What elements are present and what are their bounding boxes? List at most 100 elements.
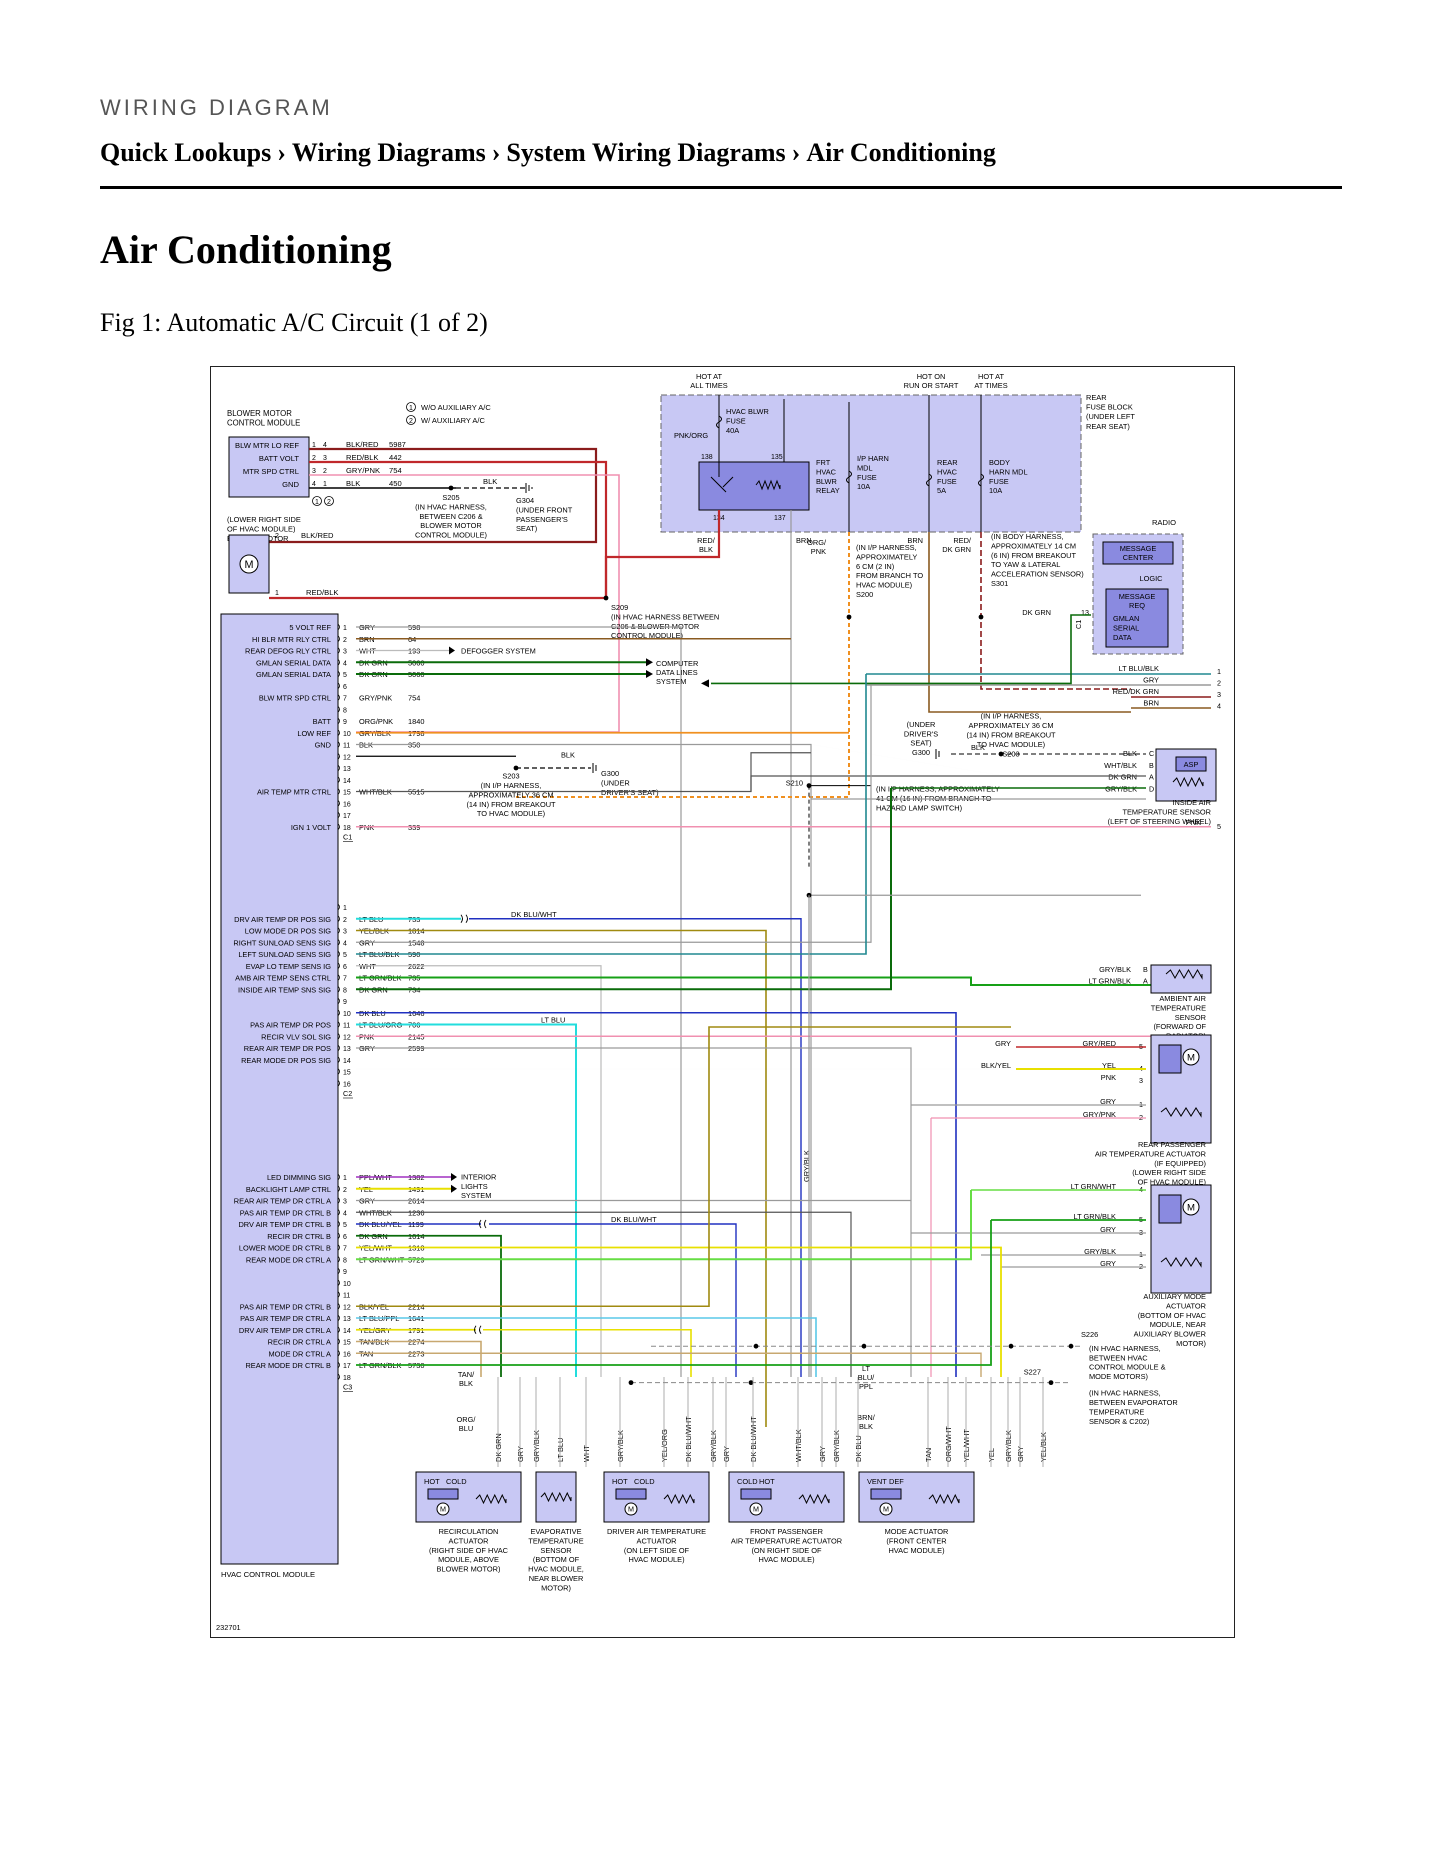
hvac-pin-label: HI BLR MTR RLY CTRL	[252, 635, 331, 644]
connector-icon	[337, 1232, 340, 1240]
wire-color-label: LT GRN/BLK	[1074, 1212, 1117, 1221]
diagram-label: REAR	[937, 458, 958, 467]
splice-dot	[603, 595, 609, 601]
blower-pin-number: 4	[312, 481, 316, 488]
breadcrumb-system-wiring-diagrams[interactable]: System Wiring Diagrams	[506, 138, 786, 167]
hvac-pin-label: REAR MODE DR POS SIG	[241, 1056, 331, 1065]
connector-icon	[337, 927, 340, 934]
diagram-label: (IF EQUIPPED)	[1154, 1159, 1206, 1168]
connector-icon	[337, 705, 340, 713]
diagram-label: GRY/BLK	[802, 1150, 811, 1182]
wire-color-label: GRY	[516, 1446, 525, 1462]
connector-pin: 10	[343, 1281, 351, 1288]
hvac-pin-label: INSIDE AIR TEMP SNS SIG	[238, 985, 331, 994]
breadcrumb-quick-lookups[interactable]: Quick Lookups	[100, 138, 272, 167]
diagram-label: RUN OR START	[904, 381, 959, 390]
diagram-label: 40A	[726, 426, 739, 435]
connector-pin: 12	[343, 754, 351, 761]
diagram-label: TAN/	[458, 1370, 475, 1379]
wire-color-label: GRY	[722, 1446, 731, 1462]
connector-pin: 1	[343, 905, 347, 912]
splice-dot	[753, 1343, 759, 1349]
diagram-label: (IN I/P HARNESS,	[981, 712, 1042, 721]
diagram-label: MODE MOTORS)	[1089, 1372, 1148, 1381]
legend-text: W/O AUXILIARY A/C	[421, 403, 491, 412]
wire-color-label: TAN	[924, 1448, 933, 1462]
diagram-label: 5	[1217, 822, 1221, 831]
fuse-icon	[926, 473, 932, 487]
motor-letter: M	[1187, 1203, 1195, 1214]
wire-color-label: LT GRN/WHT	[1071, 1182, 1117, 1191]
breadcrumb-air-conditioning[interactable]: Air Conditioning	[806, 138, 996, 167]
diagram-label: (UNDER	[907, 720, 936, 729]
diagram-label: HVAC MODULE)	[628, 1555, 684, 1564]
diagram-label: AMBIENT AIR	[1159, 994, 1206, 1003]
connector-icon	[337, 811, 340, 819]
actuator-end-label: HOT	[424, 1477, 440, 1486]
hvac-pin-label: MODE DR CTRL A	[268, 1349, 331, 1358]
connector-icon	[337, 1173, 340, 1181]
wire-color-label: DK GRN	[1108, 773, 1137, 782]
connector-icon	[337, 1197, 340, 1204]
wire	[469, 918, 802, 1377]
diagram-label: BLK	[699, 545, 713, 554]
connector-icon	[337, 1079, 340, 1087]
hvac-pin-label: PAS AIR TEMP DR CTRL B	[240, 1208, 331, 1217]
legend-number: 2	[327, 499, 331, 506]
hvac-pin-label: AIR TEMP MTR CTRL	[257, 788, 331, 797]
diagram-label: S301	[991, 579, 1008, 588]
wire-color-label: WHT/BLK	[1104, 761, 1137, 770]
wire-color-label: GRY	[1143, 676, 1159, 685]
motor-letter: M	[883, 1505, 889, 1514]
connector-icon	[337, 776, 340, 784]
connector-pin: 9	[343, 719, 347, 726]
diagram-label: (FRONT CENTER	[886, 1536, 946, 1545]
diagram-label: REAR SEAT)	[1086, 422, 1130, 431]
diagram-label: RED/	[697, 536, 716, 545]
wire	[356, 1211, 852, 1377]
diagram-label: 13	[1081, 608, 1089, 617]
diagram-label: DATA LINES	[656, 668, 698, 677]
wire-color-label: YEL/ORG	[660, 1429, 669, 1462]
relay-switch-icon	[710, 476, 734, 493]
wire-color-label: GRY	[1100, 1225, 1116, 1234]
wire	[356, 965, 602, 1377]
legend-number-icon	[406, 415, 416, 425]
arrow-icon	[701, 679, 709, 688]
diagram-label: SYSTEM	[656, 677, 686, 686]
connector-pin: 6	[343, 964, 347, 971]
diagram-label: FUSE	[726, 416, 746, 425]
diagram-label: S200	[856, 590, 873, 599]
connector-pin: 13	[343, 1046, 351, 1053]
diagram-label: (IN HVAC HARNESS BETWEEN	[611, 612, 719, 621]
ground-icon	[592, 763, 597, 773]
diagram-label: S205	[442, 493, 459, 502]
diagram-label: (UNDER LEFT	[1086, 412, 1135, 421]
connector-icon	[337, 1279, 340, 1287]
diagram-label: (IN I/P HARNESS,	[481, 781, 542, 790]
blower-pin-number: 4	[323, 442, 327, 449]
hvac-pin-label: 5 VOLT REF	[289, 623, 331, 632]
connector-pin: 11	[343, 1023, 350, 1030]
blower-control-module-box	[228, 436, 310, 498]
connector-pin: 15	[343, 1070, 351, 1077]
hvac-pin-label: EVAP LO TEMP SENS IG	[246, 962, 332, 971]
connector-icon	[337, 752, 340, 760]
wire-color-label: BLK/YEL	[981, 1061, 1011, 1070]
message-req-box	[1105, 588, 1169, 648]
connector-pin: 12	[343, 1034, 351, 1041]
wire-color-label: LT BLU	[556, 1438, 565, 1462]
actuator-resistor-icon	[1160, 1107, 1202, 1118]
splice-dot	[448, 485, 454, 491]
actuator-end-label: VENT	[867, 1477, 887, 1486]
connector-icon	[337, 623, 340, 631]
diagram-label: RADIO	[1152, 518, 1176, 527]
diagram-label: AIR TEMPERATURE ACTUATOR	[731, 1536, 842, 1545]
splice-dot	[513, 765, 519, 771]
breadcrumb-wiring-diagrams[interactable]: Wiring Diagrams	[291, 138, 486, 167]
connector-pin: 14	[343, 1328, 351, 1335]
connector-pin: 10	[343, 1011, 351, 1018]
blower-pin-number: 3	[312, 468, 316, 475]
actuator-motor-icon	[1182, 1198, 1200, 1216]
actuator-resistor-icon	[798, 1493, 830, 1505]
